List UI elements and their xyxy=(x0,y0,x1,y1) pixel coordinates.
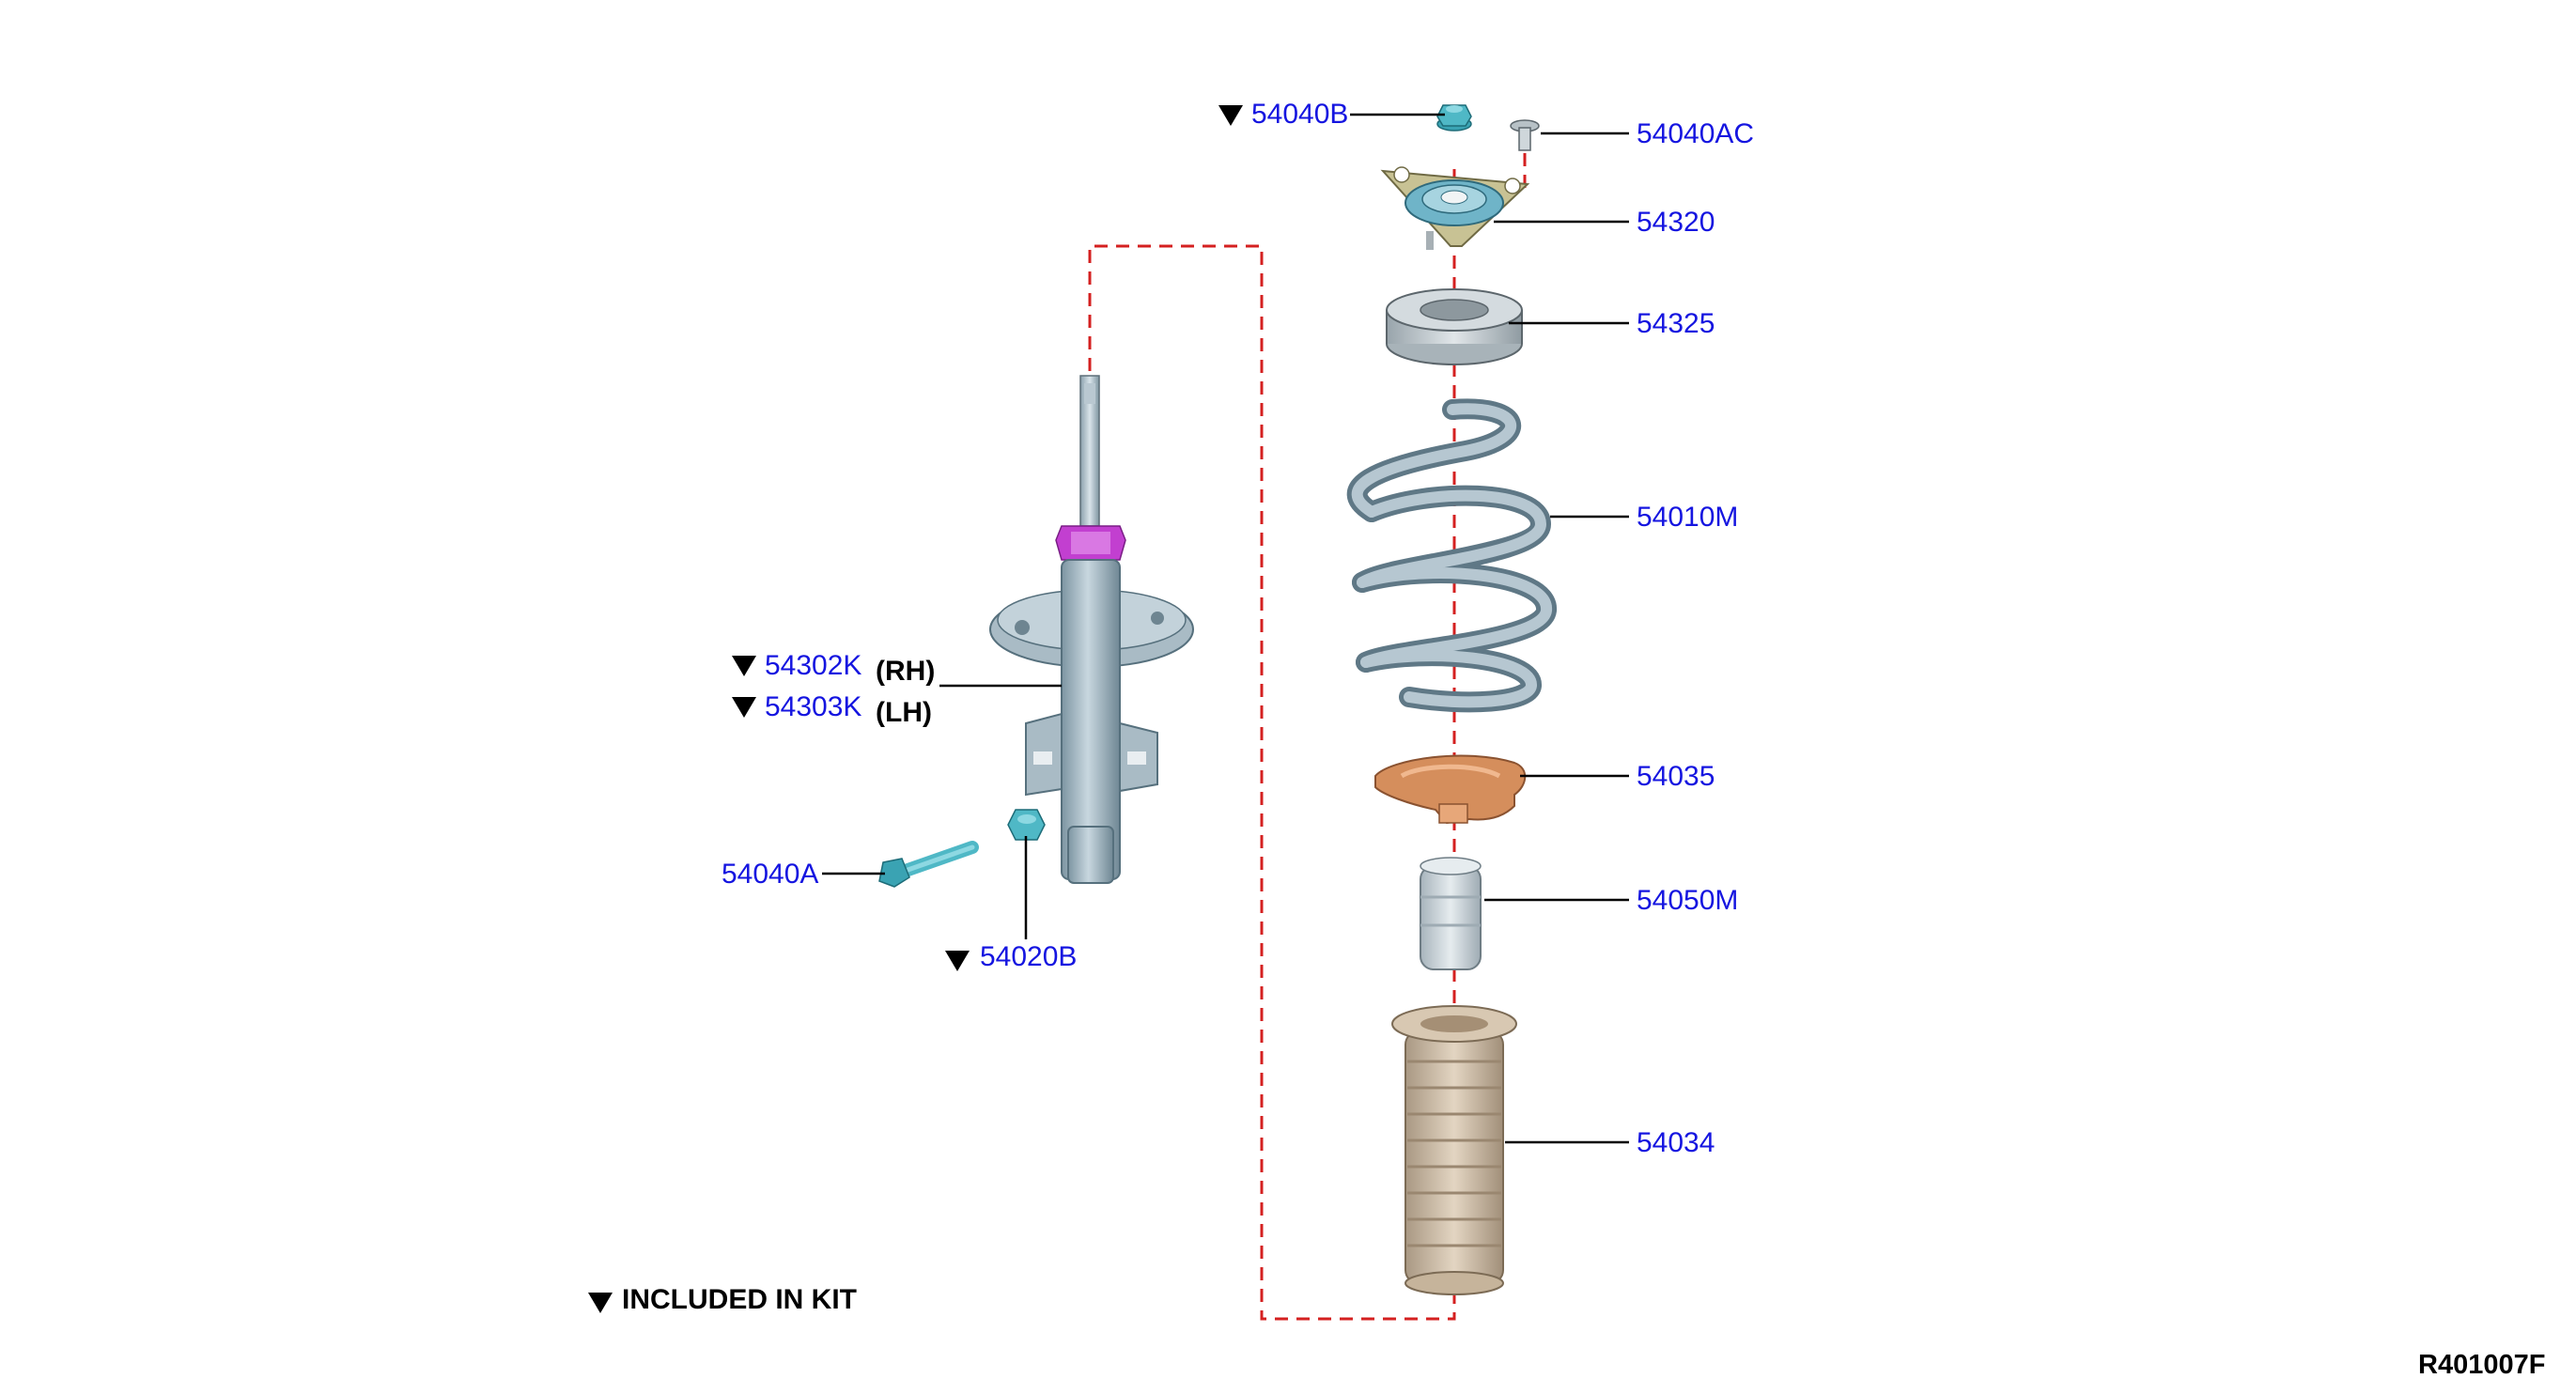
coil-spring-icon xyxy=(1346,398,1557,713)
side-label-lh: (LH) xyxy=(876,697,932,728)
triangle-marker-icon xyxy=(588,1293,613,1313)
part-label-54320[interactable]: 54320 xyxy=(1637,207,1715,238)
spring-insulator-icon xyxy=(1374,754,1527,825)
flange-nut-icon xyxy=(1436,104,1472,132)
kit-marker-54303K xyxy=(732,697,756,718)
bump-stop-icon xyxy=(1420,857,1482,970)
part-label-54302K[interactable]: 54302K xyxy=(765,650,862,681)
nut-icon xyxy=(1007,809,1046,841)
kit-marker-54302K xyxy=(732,656,756,676)
part-label-54040B[interactable]: 54040B xyxy=(1251,99,1349,130)
strut-assembly-icon xyxy=(989,375,1194,884)
part-label-54040A[interactable]: 54040A xyxy=(722,859,819,890)
leader-lines xyxy=(822,113,1629,1144)
part-label-54034[interactable]: 54034 xyxy=(1637,1127,1715,1158)
side-label-rh: (RH) xyxy=(876,656,936,687)
part-label-54050M[interactable]: 54050M xyxy=(1637,885,1739,916)
bolt-icon xyxy=(1510,119,1540,151)
part-label-54010M[interactable]: 54010M xyxy=(1637,502,1739,533)
kit-marker-54020B xyxy=(945,951,970,971)
part-label-54035[interactable]: 54035 xyxy=(1637,761,1715,792)
strut-mount-icon xyxy=(1380,166,1530,250)
long-bolt-icon xyxy=(878,841,979,888)
kit-marker-54040B xyxy=(1218,105,1243,126)
dust-boot-icon xyxy=(1391,1005,1517,1295)
legend-included-in-kit: INCLUDED IN KIT xyxy=(622,1284,857,1315)
part-label-54303K[interactable]: 54303K xyxy=(765,691,862,722)
spring-seat-icon xyxy=(1386,288,1523,365)
diagram-reference: R401007F xyxy=(2418,1350,2546,1380)
part-label-54325[interactable]: 54325 xyxy=(1637,308,1715,339)
part-label-54020B[interactable]: 54020B xyxy=(980,941,1078,972)
part-label-54040AC[interactable]: 54040AC xyxy=(1637,118,1755,149)
